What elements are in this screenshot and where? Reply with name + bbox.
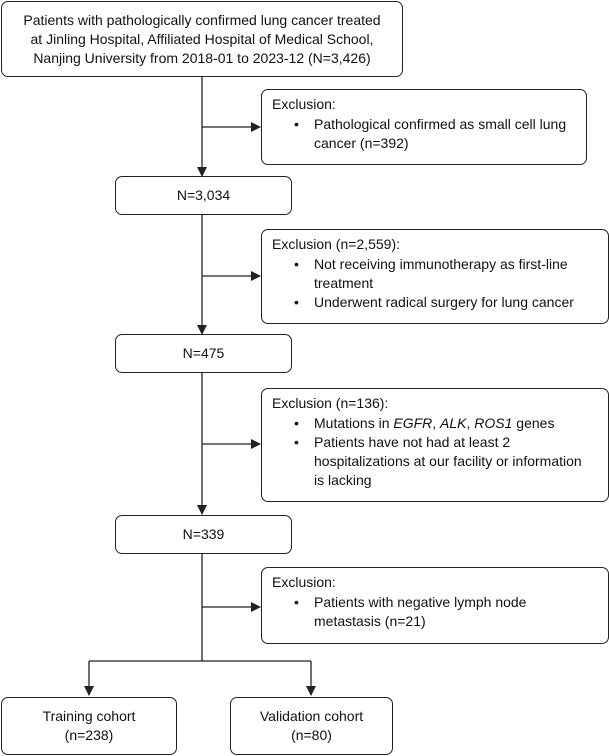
box-count-475: N=475 — [115, 334, 292, 373]
exclusion-1-heading: Exclusion: — [272, 96, 336, 112]
exclusion-3-item-2-line-2: hospitalizations at our facility or info… — [314, 453, 582, 469]
exclusion-1-item-line-1: Pathological confirmed as small cell lun… — [314, 116, 567, 132]
exclusion-2-item-1: Not receiving immunotherapy as first-lin… — [294, 255, 598, 293]
source-line-1: Patients with pathologically confirmed l… — [23, 11, 381, 28]
exclusion-4-item-line-2: metastasis (n=21) — [314, 613, 426, 629]
exclusion-2-list: Not receiving immunotherapy as first-lin… — [272, 255, 598, 312]
count-339-label: N=339 — [182, 526, 225, 542]
exclusion-1-item-line-2: cancer (n=392) — [314, 135, 409, 151]
exclusion-1-item: Pathological confirmed as small cell lun… — [294, 115, 576, 153]
validation-cohort-label: Validation cohort — [259, 708, 364, 724]
training-cohort-label: Training cohort — [42, 708, 136, 724]
box-count-3034: N=3,034 — [115, 176, 292, 215]
count-3034-label: N=3,034 — [176, 187, 231, 203]
box-validation-cohort: Validation cohort (n=80) — [230, 697, 393, 755]
mutations-sep-1: , — [432, 415, 441, 431]
source-line-3: Nanjing University from 2018-01 to 2023-… — [33, 49, 371, 66]
exclusion-2-heading: Exclusion (n=2,559): — [272, 236, 401, 252]
training-cohort-count: (n=238) — [64, 727, 114, 743]
exclusion-2-item-1-line-1: Not receiving immunotherapy as first-lin… — [314, 256, 568, 272]
box-training-cohort: Training cohort (n=238) — [1, 697, 177, 755]
gene-ros1: ROS1 — [474, 415, 513, 431]
gene-alk: ALK — [440, 415, 467, 431]
exclusion-3-item-2-line-3: is lacking — [314, 472, 372, 488]
exclusion-3-heading: Exclusion (n=136): — [272, 395, 389, 411]
exclusion-4-list: Patients with negative lymph node metast… — [272, 593, 598, 631]
box-source-population: Patients with pathologically confirmed l… — [1, 1, 403, 77]
exclusion-4-heading: Exclusion: — [272, 574, 336, 590]
source-line-2: at Jinling Hospital, Affiliated Hospital… — [30, 30, 374, 47]
mutations-suffix: genes — [512, 415, 555, 431]
box-exclusion-1: Exclusion: Pathological confirmed as sma… — [261, 89, 587, 165]
exclusion-3-item-2-line-1: Patients have not had at least 2 — [314, 434, 511, 450]
exclusion-3-item-mutations: Mutations in EGFR, ALK, ROS1 genes — [294, 414, 598, 433]
exclusion-3-list: Mutations in EGFR, ALK, ROS1 genes Patie… — [272, 414, 598, 490]
mutations-prefix: Mutations in — [314, 415, 394, 431]
exclusion-2-item-2-line-1: Underwent radical surgery for lung cance… — [314, 294, 574, 310]
exclusion-2-item-1-line-2: treatment — [314, 275, 374, 291]
box-exclusion-2: Exclusion (n=2,559): Not receiving immun… — [261, 229, 609, 324]
gene-egfr: EGFR — [393, 415, 433, 431]
box-exclusion-4: Exclusion: Patients with negative lymph … — [261, 567, 609, 644]
exclusion-3-item-hospitalizations: Patients have not had at least 2 hospita… — [294, 433, 598, 490]
exclusion-4-item-line-1: Patients with negative lymph node — [314, 594, 527, 610]
count-475-label: N=475 — [182, 345, 225, 361]
validation-cohort-count: (n=80) — [291, 727, 332, 743]
mutations-sep-2: , — [466, 415, 475, 431]
box-exclusion-3: Exclusion (n=136): Mutations in EGFR, AL… — [261, 388, 609, 502]
box-count-339: N=339 — [115, 515, 292, 554]
exclusion-2-item-2: Underwent radical surgery for lung cance… — [294, 293, 598, 312]
exclusion-1-list: Pathological confirmed as small cell lun… — [272, 115, 576, 153]
exclusion-4-item: Patients with negative lymph node metast… — [294, 593, 598, 631]
